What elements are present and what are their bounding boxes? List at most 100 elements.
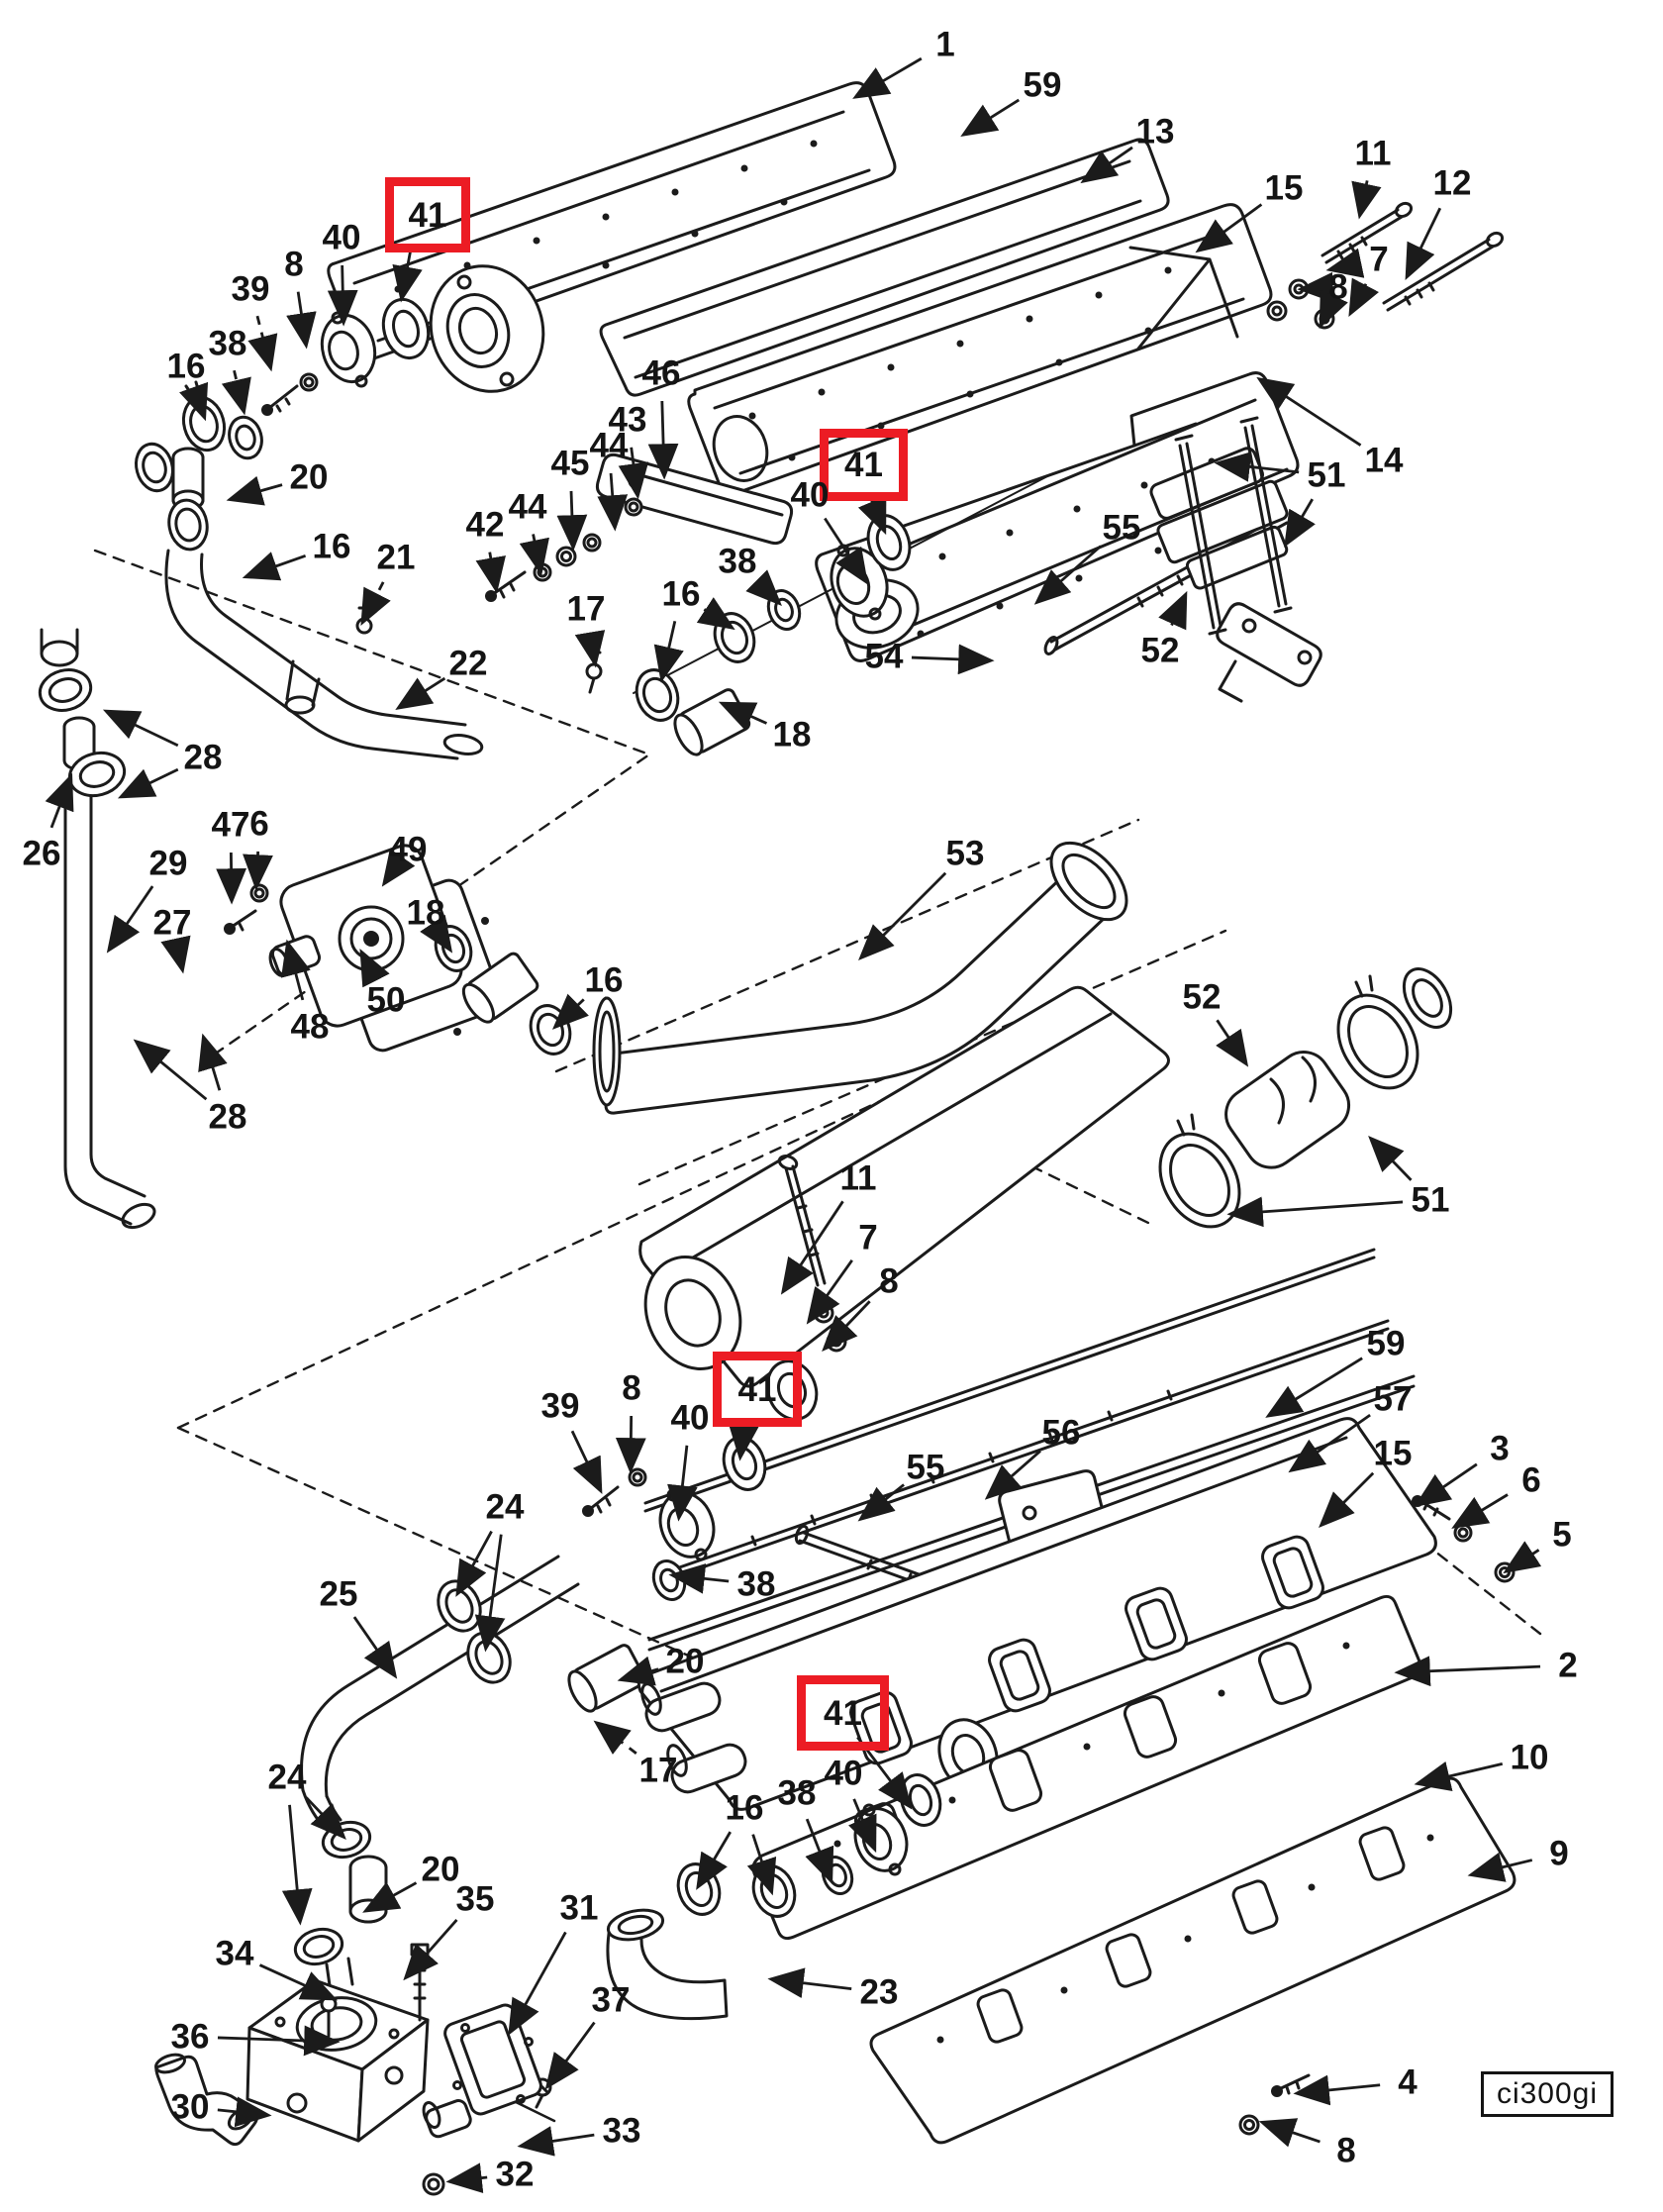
- water-pump-49-50: [224, 844, 503, 1053]
- leader-arrow-42: [475, 552, 506, 594]
- part-label-53-47: 53: [945, 834, 985, 873]
- leader-arrow-24: [474, 1534, 506, 1653]
- leader-arrow-32: [445, 2162, 488, 2193]
- leader-arrow-18: [718, 701, 768, 731]
- leader-arrow-34: [258, 1963, 339, 2001]
- figure-code: ci300gi: [1481, 2071, 1614, 2117]
- part-label-20-18: 20: [289, 457, 329, 497]
- part-label-15-61: 15: [1373, 1434, 1413, 1473]
- leader-arrow-46: [647, 400, 679, 480]
- leader-arrow-16: [179, 381, 209, 422]
- leader-arrow-40: [327, 264, 358, 327]
- part-label-24-70: 24: [485, 1487, 525, 1527]
- leader-arrow-52: [1216, 1019, 1249, 1067]
- part-label-37-87: 37: [591, 1980, 631, 2020]
- leader-arrow-25: [352, 1616, 398, 1679]
- part-label-41-12: 41: [408, 195, 447, 235]
- rocker-cover-1: [327, 81, 897, 393]
- leader-arrow-7: [806, 1259, 853, 1325]
- leader-arrow-8: [286, 291, 317, 350]
- leader-arrow-13: [1080, 146, 1133, 184]
- leader-arrow-45: [556, 490, 588, 552]
- leader-arrow-29: [106, 885, 154, 954]
- rocker-cover-13: [687, 203, 1273, 496]
- leader-arrow-16: [746, 1834, 777, 1896]
- leader-arrow-38: [805, 1818, 834, 1885]
- leader-arrow-50: [359, 949, 390, 988]
- part-label-34-83: 34: [215, 1934, 254, 1973]
- leader-arrow-17: [574, 630, 606, 668]
- leader-arrow-43: [618, 447, 649, 500]
- leader-arrow-44: [597, 472, 629, 532]
- leader-arrow-14: [1256, 376, 1362, 447]
- leader-arrow-40: [848, 1798, 877, 1854]
- leader-arrow-12: [1405, 207, 1442, 281]
- leader-arrow-11: [1351, 180, 1382, 220]
- part-label-16-75: 16: [725, 1788, 764, 1828]
- leader-arrow-33: [517, 2126, 595, 2157]
- part-label-20-81: 20: [421, 1850, 460, 1889]
- leader-arrow-15: [1195, 203, 1263, 253]
- part-label-30-85: 30: [170, 2087, 210, 2127]
- leader-arrow-8: [1258, 2118, 1321, 2148]
- part-label-21-20: 21: [376, 538, 416, 577]
- highlight-box-41-12[interactable]: 41: [385, 177, 470, 252]
- leader-arrow-5: [1503, 1541, 1542, 1574]
- leader-arrow-37: [544, 2021, 596, 2090]
- part-label-8-14: 8: [284, 245, 304, 284]
- leader-arrow-28: [102, 709, 179, 748]
- part-label-27-37: 27: [152, 903, 192, 943]
- part-label-15-3: 15: [1264, 168, 1304, 208]
- leader-arrow-6: [1451, 1493, 1509, 1529]
- part-label-40-55: 40: [670, 1398, 710, 1438]
- part-label-41-56: 41: [737, 1369, 777, 1409]
- leader-arrow-51: [1284, 498, 1316, 548]
- highlight-box-41-78[interactable]: 41: [797, 1675, 889, 1751]
- leader-arrow-28: [117, 767, 179, 799]
- part-label-35-82: 35: [455, 1879, 495, 1919]
- leader-arrow-7: [1325, 248, 1365, 278]
- leader-arrow-4: [1293, 2074, 1381, 2106]
- manifold-housing-14: [815, 371, 1300, 662]
- part-label-1-0: 1: [935, 25, 955, 64]
- leader-arrow-31: [508, 1931, 567, 2036]
- part-label-16-19: 16: [312, 527, 351, 566]
- part-label-40-13: 40: [322, 218, 361, 257]
- part-label-8-54: 8: [622, 1368, 641, 1408]
- leader-arrow-21: [360, 581, 391, 626]
- leader-arrow-3: [1414, 1462, 1478, 1508]
- leader-arrow-40: [824, 517, 869, 585]
- part-label-3-62: 3: [1490, 1429, 1510, 1468]
- part-label-54-32: 54: [864, 637, 904, 676]
- leader-arrow-51: [1214, 452, 1300, 482]
- highlight-box-41-33[interactable]: 41: [820, 429, 908, 501]
- part-label-11-50: 11: [839, 1158, 877, 1198]
- highlight-box-41-56[interactable]: 41: [713, 1352, 802, 1427]
- leader-arrow-17: [593, 1720, 637, 1756]
- part-label-39-15: 39: [231, 269, 270, 309]
- leader-arrow-59: [960, 98, 1021, 137]
- leader-arrow-47: [216, 852, 246, 905]
- leader-arrow-1: [852, 56, 923, 99]
- part-label-44-24: 44: [589, 426, 629, 465]
- part-label-46-22: 46: [641, 353, 681, 393]
- part-label-48-44: 48: [290, 1007, 330, 1047]
- leader-arrow-40: [667, 1445, 698, 1522]
- part-label-38-30: 38: [718, 542, 757, 581]
- leader-arrow-18: [420, 914, 453, 954]
- leader-arrow-55: [857, 1483, 905, 1522]
- leader-arrow-38: [745, 569, 782, 606]
- leader-arrow-20: [226, 475, 283, 506]
- elbow-duct-53: [592, 841, 1128, 1115]
- leader-arrow-7: [1348, 277, 1380, 317]
- long-rods: [643, 1248, 1416, 1652]
- part-label-14-8: 14: [1364, 441, 1404, 480]
- leader-arrow-51: [1368, 1135, 1413, 1181]
- part-label-2-65: 2: [1558, 1646, 1578, 1685]
- leader-arrow-16: [551, 993, 589, 1030]
- leader-arrow-38: [221, 369, 251, 416]
- part-label-32-89: 32: [495, 2155, 535, 2194]
- leader-arrow-8: [615, 1415, 646, 1474]
- part-label-5-64: 5: [1552, 1515, 1572, 1555]
